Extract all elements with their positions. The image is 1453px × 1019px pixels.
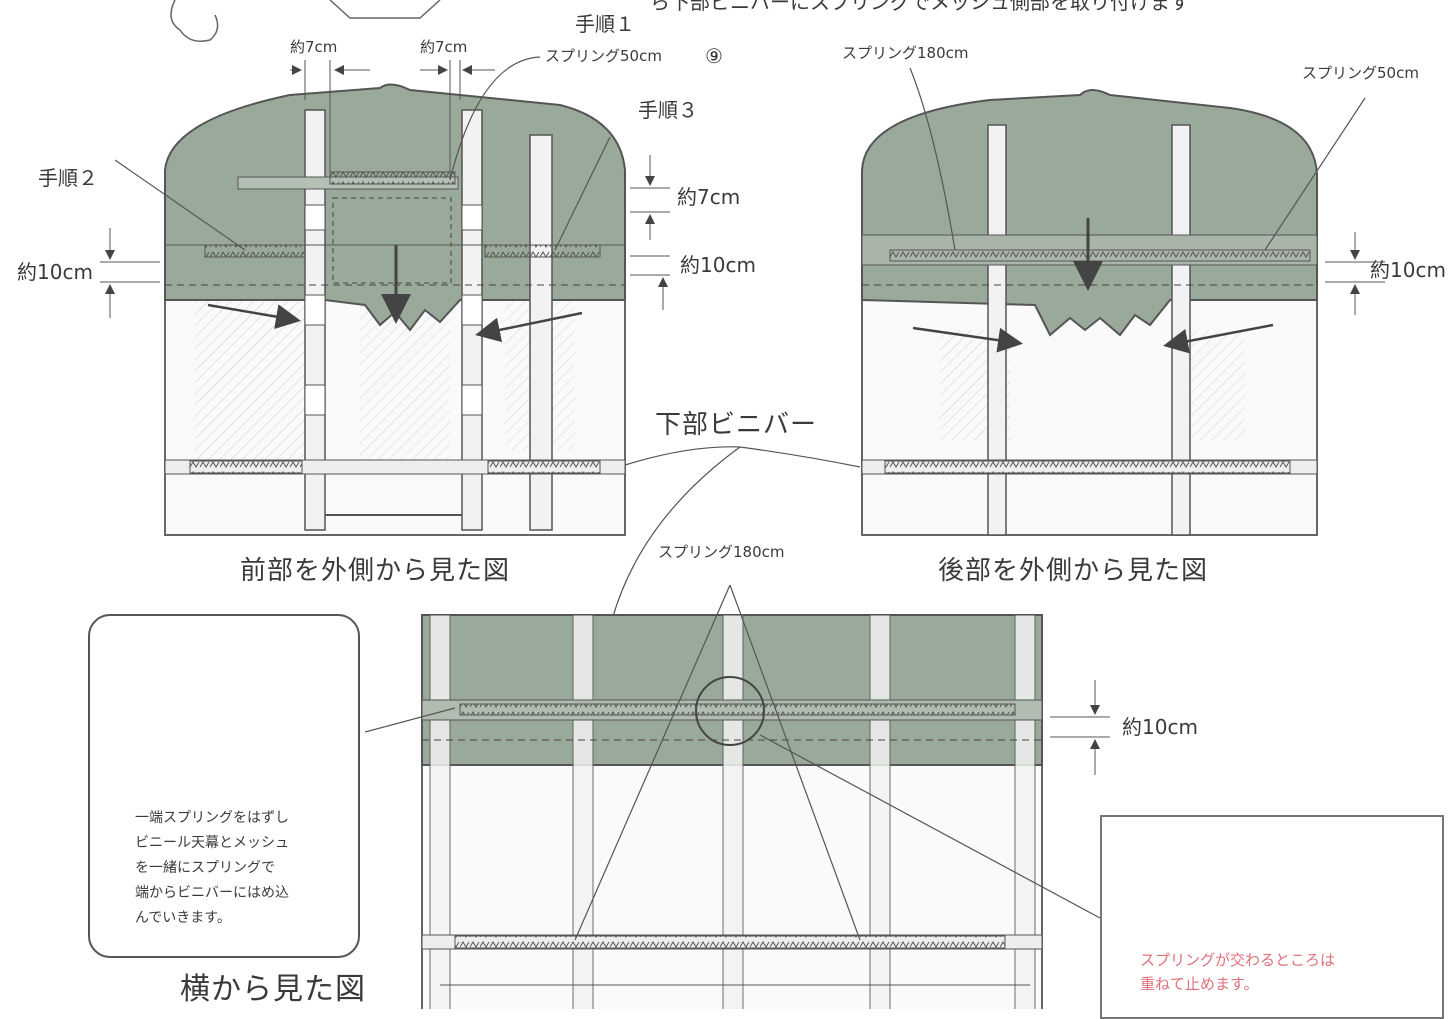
- side-spring-180cm-label: スプリング180cm: [658, 543, 785, 561]
- side-view-title: 横から見た図: [180, 972, 366, 1007]
- front-view: [100, 56, 670, 536]
- dim-10cm-front-left: 約10cm: [17, 260, 93, 284]
- step-1-label: 手順１: [575, 12, 635, 36]
- dim-10cm-back: 約10cm: [1370, 258, 1446, 282]
- spring-50cm-label: スプリング50cm: [545, 47, 662, 65]
- back-view: [861, 67, 1385, 536]
- dim-7cm-left: 約7cm: [290, 38, 338, 56]
- back-spring-50cm-label: スプリング50cm: [1302, 64, 1419, 82]
- dim-7cm-center: 約7cm: [420, 38, 468, 56]
- left-note-text: 一端スプリングをはずし ビニール天幕とメッシュ を一緒にスプリングで 端からビニ…: [135, 810, 289, 926]
- front-view-title: 前部を外側から見た図: [240, 556, 511, 586]
- hand-illustration: [170, 0, 441, 42]
- dim-7cm-right: 約7cm: [677, 185, 741, 209]
- back-spring-180cm-label: スプリング180cm: [842, 44, 969, 62]
- lower-vinyl-bar-label: 下部ビニバー: [655, 410, 818, 440]
- top-instruction: ら下部ビニバーにスプリングでメッシュ側部を取り付けます: [650, 0, 1190, 14]
- dim-10cm-front-right: 約10cm: [680, 253, 756, 277]
- side-view: [364, 584, 1110, 1009]
- right-note-text: スプリングが交わるところは 重ねて止めます。: [1140, 951, 1336, 993]
- dim-10cm-side: 約10cm: [1122, 715, 1198, 739]
- right-note-box: [1100, 815, 1444, 1019]
- part-number-9: ⑨: [705, 44, 723, 68]
- step-3-label: 手順３: [638, 98, 698, 122]
- step-2-label: 手順２: [38, 166, 98, 190]
- back-view-title: 後部を外側から見た図: [938, 556, 1209, 586]
- left-note-box: [88, 614, 360, 958]
